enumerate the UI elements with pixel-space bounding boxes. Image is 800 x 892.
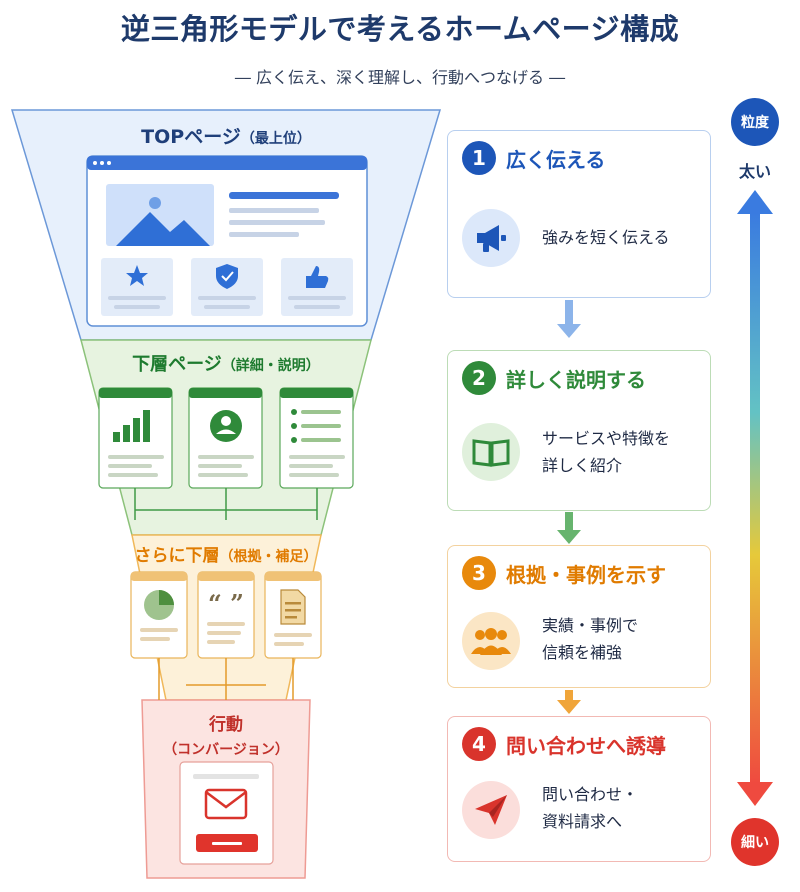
layer-top-sub: （最上位） <box>240 131 311 147</box>
layer-action-sub: （コンバージョン） <box>163 742 289 758</box>
document-icon <box>280 589 306 625</box>
step-card-1: 1 広く伝える 強みを短く伝える <box>447 130 711 298</box>
layer-deeper-sub: （根拠・補足） <box>219 549 318 565</box>
lower-pages-mockups <box>98 387 354 520</box>
layer-lower-sub: （詳細・説明） <box>221 358 320 374</box>
step-desc-3: 実績・事例で 信頼を補強 <box>542 616 639 662</box>
step-desc-1: 強みを短く伝える <box>542 228 670 247</box>
megaphone-icon <box>462 209 520 267</box>
step-card-2: 2 詳しく説明する サービスや特徴を 詳しく紹介 <box>447 350 711 511</box>
layer-top-title: TOPページ <box>141 126 241 148</box>
open-book-icon <box>462 423 520 481</box>
thumbs-up-icon <box>306 266 329 288</box>
layer-lower-title: 下層ページ <box>132 354 222 375</box>
bar-chart-icon <box>113 432 120 442</box>
quote-icon: “ ” <box>208 589 244 618</box>
step-title-1: 広く伝える <box>506 147 606 172</box>
people-group-icon <box>462 612 520 670</box>
paper-plane-icon <box>462 781 520 839</box>
granularity-thick-label: 太い <box>738 162 771 181</box>
step-desc-4: 問い合わせ・ 資料請求へ <box>542 785 639 831</box>
step-title-2: 詳しく説明する <box>506 367 646 392</box>
page-title: 逆三角形モデルで考えるホームページ構成 <box>120 12 680 46</box>
granularity-badge: 粒度 <box>731 98 779 146</box>
mail-icon <box>204 788 248 820</box>
layer-deeper-title: さらに下層 <box>134 546 220 566</box>
conversion-mockup <box>179 761 274 865</box>
step-number-3: 3 <box>462 556 496 590</box>
page-subtitle: ― 広く伝え、深く理解し、行動へつなげる ― <box>234 68 566 87</box>
step-card-3: 3 根拠・事例を示す 実績・事例で 信頼を補強 <box>447 545 711 688</box>
layer-action-label: 行動 （コンバージョン） <box>142 710 310 759</box>
step-card-4: 4 問い合わせへ誘導 問い合わせ・ 資料請求へ <box>447 716 711 862</box>
deeper-pages-mockups: “ ” <box>130 571 322 700</box>
step-number-4: 4 <box>462 727 496 761</box>
layer-action-title: 行動 <box>209 715 243 735</box>
step-title-3: 根拠・事例を示す <box>506 562 666 587</box>
shield-check-icon <box>216 264 238 289</box>
step-desc-2: サービスや特徴を 詳しく紹介 <box>542 429 671 475</box>
step-title-4: 問い合わせへ誘導 <box>506 733 666 758</box>
step-arrows <box>557 300 581 714</box>
step-number-2: 2 <box>462 361 496 395</box>
list-icon <box>291 409 341 443</box>
granularity-thin-badge: 細い <box>731 818 779 866</box>
granularity-arrow <box>737 190 773 806</box>
step-number-1: 1 <box>462 141 496 175</box>
top-page-mockup <box>86 155 368 327</box>
star-icon <box>126 265 148 286</box>
